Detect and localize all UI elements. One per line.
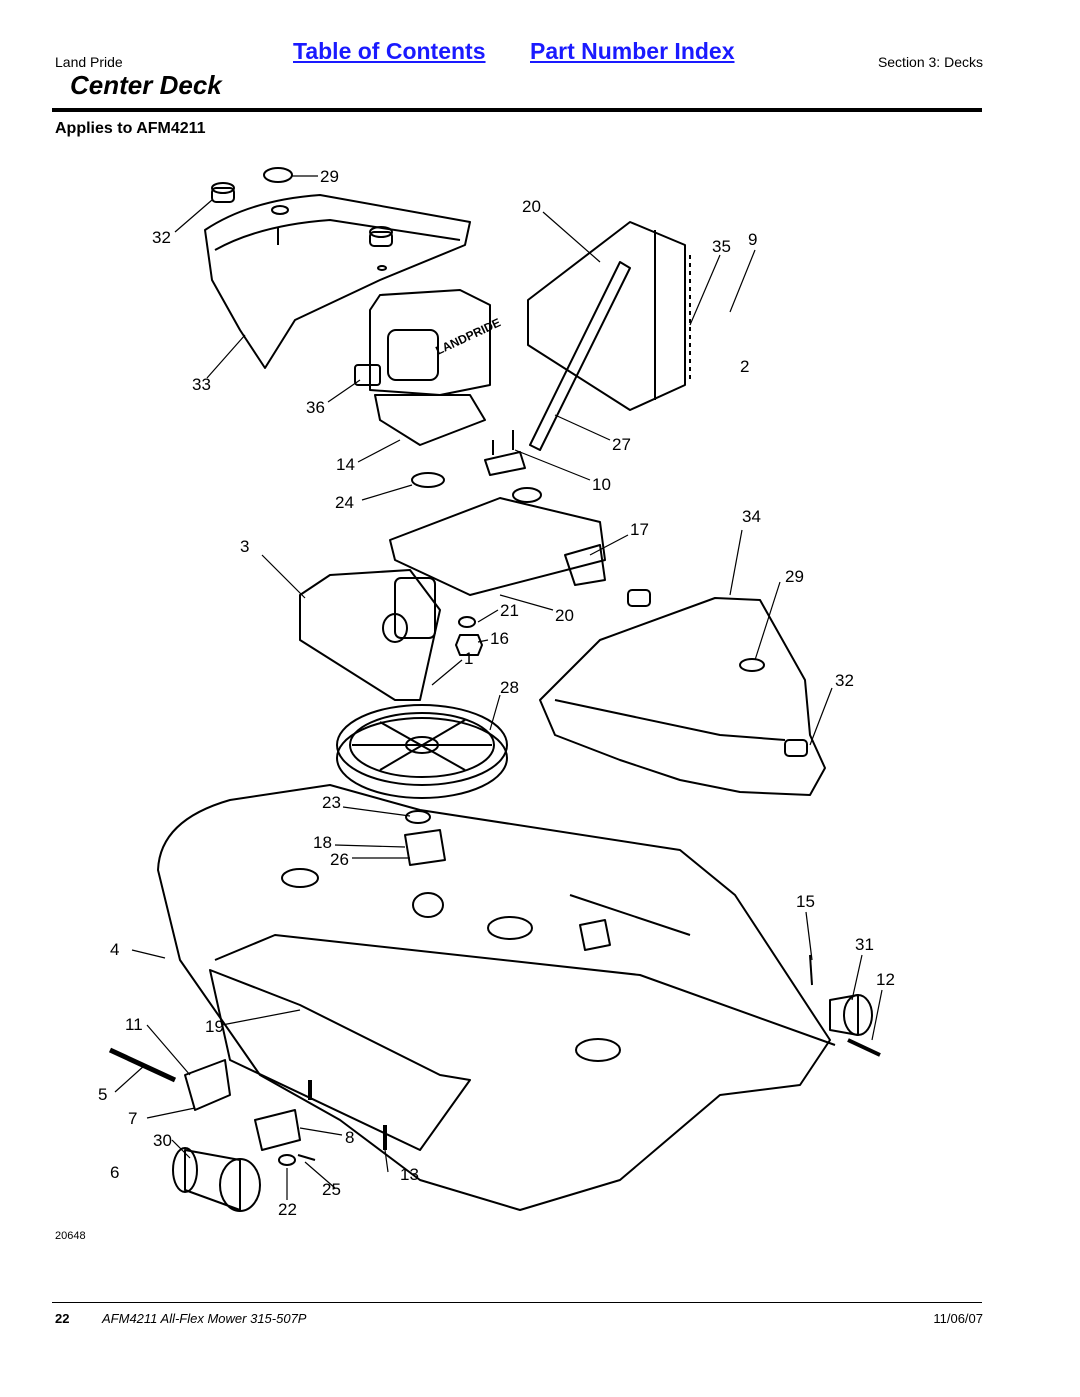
callout-20a: 20 bbox=[522, 197, 541, 216]
section-label: Section 3: Decks bbox=[877, 54, 983, 70]
callout-14: 14 bbox=[336, 455, 355, 474]
page-title: Center Deck bbox=[70, 70, 222, 100]
callout-8: 8 bbox=[345, 1128, 354, 1147]
callout-1: 1 bbox=[464, 649, 473, 668]
table-of-contents-link[interactable]: Table of Contents bbox=[293, 38, 486, 64]
gearbox-brand: LANDPRIDE bbox=[433, 315, 502, 357]
gearbox-plate bbox=[389, 497, 606, 596]
belt-shield-3 bbox=[299, 569, 441, 701]
doc-date: 11/06/07 bbox=[933, 1311, 983, 1326]
callout-11: 11 bbox=[125, 1015, 143, 1034]
callout-23: 23 bbox=[322, 793, 341, 812]
callout-29b: 29 bbox=[785, 567, 804, 586]
callout-25: 25 bbox=[322, 1180, 341, 1199]
callout-6: 6 bbox=[110, 1163, 119, 1182]
callout-18: 18 bbox=[313, 833, 332, 852]
callout-34: 34 bbox=[742, 507, 761, 526]
callout-30: 30 bbox=[153, 1131, 172, 1150]
knob-32b bbox=[369, 226, 393, 247]
figure-number: 20648 bbox=[55, 1230, 86, 1242]
applies-to: Applies to AFM4211 bbox=[55, 120, 206, 137]
belt-shield-top bbox=[204, 194, 471, 369]
callout-28: 28 bbox=[500, 678, 519, 697]
deck-main bbox=[157, 784, 836, 1211]
gearbox: LANDPRIDE bbox=[354, 289, 503, 446]
callout-33: 33 bbox=[192, 375, 211, 394]
brand-label: Land Pride bbox=[55, 54, 123, 70]
pulley bbox=[336, 704, 508, 799]
callout-4: 4 bbox=[110, 940, 119, 959]
callout-labels: 29 32 20 35 9 33 36 2 14 27 24 10 3 17 3… bbox=[98, 167, 895, 1219]
part-number-index-link[interactable]: Part Number Index bbox=[530, 38, 735, 64]
bumper-31 bbox=[829, 994, 873, 1036]
belt-shield-right bbox=[539, 589, 826, 796]
callout-21: 21 bbox=[500, 601, 519, 620]
callout-29a: 29 bbox=[320, 167, 339, 186]
callout-20b: 20 bbox=[555, 606, 574, 625]
callout-31: 31 bbox=[855, 935, 874, 954]
title-rule bbox=[52, 108, 982, 112]
callout-3: 3 bbox=[240, 537, 249, 556]
washer-24 bbox=[411, 472, 445, 488]
idler-arm bbox=[529, 261, 631, 451]
callout-32a: 32 bbox=[152, 228, 171, 247]
callout-24: 24 bbox=[335, 493, 354, 512]
callout-2: 2 bbox=[740, 357, 749, 376]
callout-26: 26 bbox=[330, 850, 349, 869]
parts-diagram: LANDPRIDE bbox=[98, 167, 895, 1219]
idler-shield bbox=[527, 221, 691, 411]
callout-15: 15 bbox=[796, 892, 815, 911]
callout-36: 36 bbox=[306, 398, 325, 417]
callout-5: 5 bbox=[98, 1085, 107, 1104]
callout-13: 13 bbox=[400, 1165, 419, 1184]
callout-12: 12 bbox=[876, 970, 895, 989]
callout-10: 10 bbox=[592, 475, 611, 494]
callout-16: 16 bbox=[490, 629, 509, 648]
bumper-30 bbox=[172, 1147, 261, 1212]
knob-32a bbox=[211, 182, 235, 203]
bracket-10 bbox=[484, 451, 526, 476]
callout-32b: 32 bbox=[835, 671, 854, 690]
callout-27: 27 bbox=[612, 435, 631, 454]
doc-title: AFM4211 All-Flex Mower 315-507P bbox=[102, 1311, 307, 1326]
footer-rule bbox=[52, 1302, 982, 1303]
callout-7: 7 bbox=[128, 1109, 137, 1128]
callout-19: 19 bbox=[205, 1017, 224, 1036]
callout-35: 35 bbox=[712, 237, 731, 256]
callout-22: 22 bbox=[278, 1200, 297, 1219]
callout-9: 9 bbox=[748, 230, 757, 249]
plug-29a bbox=[263, 167, 293, 183]
page-number: 22 bbox=[55, 1311, 70, 1326]
callout-17: 17 bbox=[630, 520, 649, 539]
